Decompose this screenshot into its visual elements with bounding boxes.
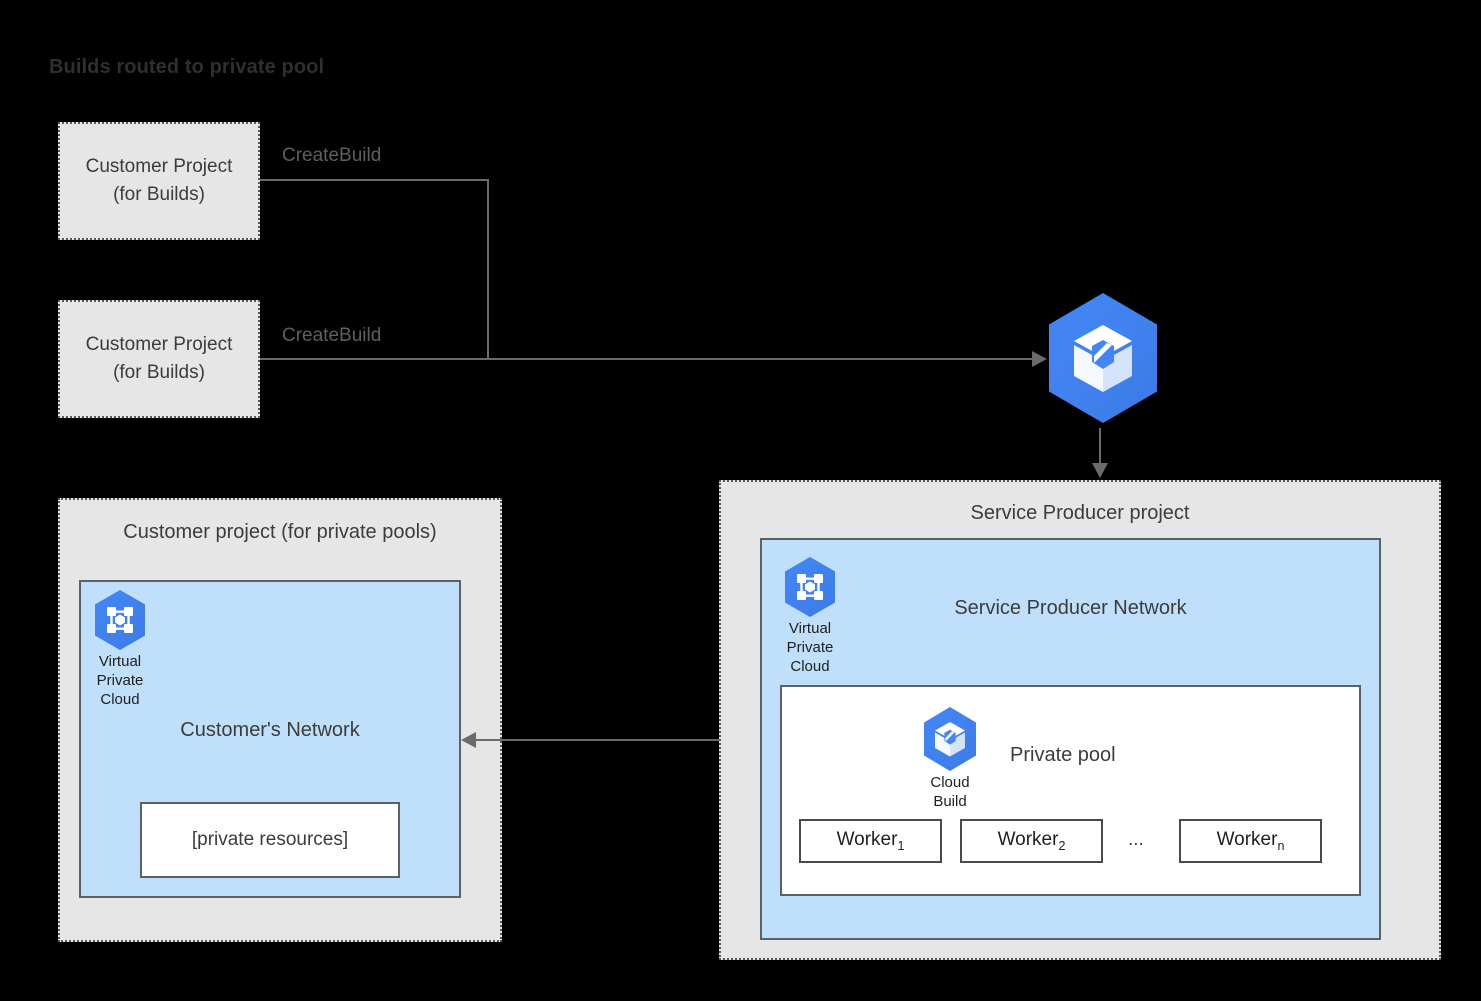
customers-network-title: Customer's Network [180,719,360,741]
customer-build-project-2[interactable]: Customer Project (for Builds) [58,300,260,418]
virtual-private-cloud-icon [95,590,145,650]
worker-box-2[interactable]: Worker2 [960,819,1103,863]
worker-box-1-label: Worker1 [836,829,905,853]
producer-vpc-caption-line2: Private [786,638,834,656]
page-title: Builds routed to private pool [49,56,325,78]
customer-build-project-1-line2: (for Builds) [113,184,205,205]
service-producer-project-title: Service Producer project [970,502,1190,524]
worker-n-subscript: n [1277,838,1285,853]
private-resources-label: [private resources] [191,829,349,850]
producer-vpc-icon-group[interactable]: Virtual Private Cloud [778,556,842,676]
customer-build-project-2-line2: (for Builds) [113,362,205,383]
worker-box-2-label: Worker2 [997,829,1066,853]
private-pool-box[interactable] [780,685,1361,896]
customer-vpc-caption-line3: Cloud [100,690,140,708]
service-producer-network-title: Service Producer Network [954,597,1187,619]
customer-vpc-caption: Virtual Private Cloud [97,653,144,709]
createbuild-connector-2-horizontal [260,358,1032,360]
cloud-build-caption-line1: Cloud [930,774,970,791]
worker-box-n-label: Workern [1216,829,1285,853]
worker-ellipsis: ... [1128,829,1144,850]
cloud-build-icon[interactable] [1044,291,1162,425]
customer-build-project-2-text: Customer Project (for Builds) [86,331,233,386]
customer-build-project-1-line1: Customer Project [85,156,233,178]
createbuild-connector-1-vertical [487,179,489,359]
producer-vpc-caption-line1: Virtual [788,620,832,637]
customer-vpc-icon-group[interactable]: Virtual Private Cloud [88,589,152,709]
private-pool-cloud-build-icon-group[interactable]: Cloud Build [918,706,982,812]
worker-box-n[interactable]: Workern [1179,819,1322,863]
cloud-build-caption-line2: Build [933,792,967,810]
cloud-build-icon [924,707,976,771]
peering-arrowhead-left [461,732,476,748]
createbuild-label-2: CreateBuild [282,325,382,346]
virtual-private-cloud-icon [785,557,835,617]
customer-build-project-2-line1: Customer Project [85,334,233,356]
cloudbuild-to-producer-line [1099,428,1101,466]
createbuild-arrowhead [1032,351,1047,367]
peering-connector-line [474,739,757,741]
customer-build-project-1-text: Customer Project (for Builds) [86,153,233,208]
customer-vpc-caption-line1: Virtual [98,653,142,670]
customer-private-pool-project-title: Customer project (for private pools) [123,521,437,543]
customer-vpc-caption-line2: Private [96,671,144,689]
customer-build-project-1[interactable]: Customer Project (for Builds) [58,122,260,240]
producer-vpc-caption-line3: Cloud [790,657,830,675]
private-resources-box[interactable]: [private resources] [140,802,400,878]
worker-box-1[interactable]: Worker1 [799,819,942,863]
private-pool-label: Private pool [1010,744,1116,766]
worker-2-subscript: 2 [1058,838,1066,853]
createbuild-label-1: CreateBuild [282,145,382,166]
worker-1-subscript: 1 [897,838,905,853]
createbuild-connector-1-horizontal [260,179,489,181]
private-pool-cloud-build-caption: Cloud Build [930,774,969,812]
producer-vpc-caption: Virtual Private Cloud [787,620,834,676]
cloudbuild-to-producer-arrowhead [1092,463,1108,478]
